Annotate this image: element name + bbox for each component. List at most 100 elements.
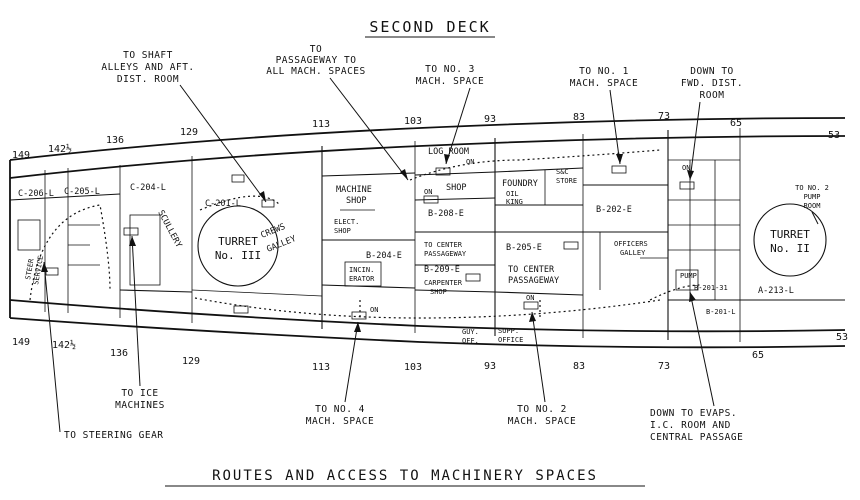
frame-label: 73: [658, 111, 670, 122]
room-label-sc-store: S&C: [556, 168, 569, 176]
svg-text:ROOM: ROOM: [700, 90, 725, 101]
frame-label: 129: [182, 356, 200, 367]
room-label-pump: PUMP: [680, 272, 697, 280]
hatch-marker: [423, 195, 439, 204]
frame-label: 136: [110, 348, 128, 359]
room-label-elect-shop: SHOP: [334, 227, 351, 235]
room-label-b201: B-201-L: [706, 308, 736, 316]
turret-ii-number: No. II: [770, 242, 810, 255]
callout-no4: TO NO. 4 MACH. SPACE: [306, 321, 374, 427]
interior-walls: [9, 159, 845, 301]
frame-label: 93: [484, 114, 496, 125]
turret-iii-label: TURRET: [218, 235, 258, 248]
svg-text:ALLEYS AND AFT.: ALLEYS AND AFT.: [101, 62, 194, 73]
room-label-machine-shop: MACHINE: [336, 185, 372, 195]
frame-numbers-bottom: 149 142½ 136 129 113 103 93 83 73 65 53: [12, 332, 848, 373]
turret-ii-label: TURRET: [770, 228, 810, 241]
turret-iii-ring: [197, 205, 279, 287]
hatch-marker: [231, 174, 245, 183]
hatch-marker: [123, 227, 139, 236]
callout-fwd-dist: DOWN TO FWD. DIST. ROOM: [681, 66, 743, 181]
room-label-b208: B-208-E: [428, 209, 464, 219]
callout-evaps: DOWN TO EVAPS. I.C. ROOM AND CENTRAL PAS…: [650, 291, 743, 443]
svg-text:ROOM: ROOM: [804, 202, 821, 210]
room-labels: C-206-L C-205-L C-204-L C-201-L STEER SE…: [18, 147, 810, 345]
svg-text:TO SHAFT: TO SHAFT: [123, 50, 173, 61]
frame-label: 53: [836, 332, 848, 343]
room-label-carpenter: SHOP: [430, 288, 447, 296]
svg-text:TO NO. 4: TO NO. 4: [315, 404, 365, 415]
svg-text:MACH. SPACE: MACH. SPACE: [508, 416, 576, 427]
callout-no3: TO NO. 3 MACH. SPACE: [416, 64, 484, 165]
room-label-scullery: SCULLERY: [155, 209, 183, 250]
room-label-b201-31: B-201-31: [694, 284, 728, 292]
hatch-marker: [679, 181, 695, 190]
room-label-c205: C-205-L: [64, 187, 100, 197]
room-label-b209: B-209-E: [424, 265, 460, 275]
svg-text:TO ICE: TO ICE: [121, 388, 158, 399]
room-label-c201: C-201-L: [205, 199, 241, 209]
frame-label: 83: [573, 112, 585, 123]
frame-label: 83: [573, 361, 585, 372]
room-label-log-room: LOG ROOM: [428, 147, 469, 157]
frame-label: 65: [730, 118, 742, 129]
frame-label: 65: [752, 350, 764, 361]
on-marker: ON: [370, 306, 378, 314]
room-label-shop: SHOP: [446, 183, 466, 193]
svg-text:I.C. ROOM AND: I.C. ROOM AND: [650, 420, 731, 431]
svg-text:DOWN TO EVAPS.: DOWN TO EVAPS.: [650, 408, 737, 419]
svg-text:PUMP: PUMP: [804, 193, 821, 201]
room-label-to-center-pw: PASSAGEWAY: [424, 250, 467, 258]
callout-no1: TO NO. 1 MACH. SPACE: [570, 66, 638, 165]
hull-outline: [9, 117, 846, 349]
room-label-to-center-pw: TO CENTER: [424, 241, 463, 249]
room-label-b204: B-204-E: [366, 251, 402, 261]
on-marker: ON: [526, 294, 534, 302]
room-label-incinerator: ERATOR: [349, 275, 375, 283]
svg-text:DIST. ROOM: DIST. ROOM: [117, 74, 179, 85]
on-marker: ON: [466, 158, 474, 166]
svg-text:DOWN TO: DOWN TO: [690, 66, 734, 77]
hatch-marker: [351, 311, 367, 320]
hatch-marker: [563, 241, 579, 250]
hatch-marker: [261, 199, 275, 208]
callout-shaft-alleys: TO SHAFT ALLEYS AND AFT. DIST. ROOM: [101, 50, 267, 203]
room-label-center-pw: PASSAGEWAY: [508, 276, 559, 286]
room-label-elect-shop: ELECT.: [334, 218, 359, 226]
room-label-foundry: FOUNDRY: [502, 179, 538, 189]
frame-label: 113: [312, 362, 330, 373]
hatch-marker: [233, 305, 249, 314]
hatch-marker: [465, 273, 481, 282]
frame-label: 149: [12, 150, 30, 161]
frame-label: 103: [404, 362, 422, 373]
on-marker: ON: [682, 164, 690, 172]
frame-label: 93: [484, 361, 496, 372]
frame-label: 136: [106, 135, 124, 146]
svg-text:MACH. SPACE: MACH. SPACE: [570, 78, 638, 89]
room-label-officers-galley: OFFICERS: [614, 240, 648, 248]
footer-title: ROUTES AND ACCESS TO MACHINERY SPACES: [212, 468, 598, 484]
room-label-c206: C-206-L: [18, 189, 54, 199]
hatch-marker: [523, 301, 539, 310]
turret-iii-number: No. III: [215, 249, 261, 262]
on-marker: ON: [424, 188, 432, 196]
callout-steering-gear: TO STEERING GEAR: [41, 261, 164, 441]
room-label-guy-off: OFF.: [462, 337, 479, 345]
svg-text:TO STEERING GEAR: TO STEERING GEAR: [64, 430, 164, 441]
room-label-oil-king: KING: [506, 198, 523, 206]
hatch-marker: [435, 167, 451, 176]
svg-text:MACH. SPACE: MACH. SPACE: [306, 416, 374, 427]
room-label-b202: B-202-E: [596, 205, 632, 215]
room-label-carpenter: CARPENTER: [424, 279, 463, 287]
frame-label: 142½: [48, 143, 72, 155]
frame-numbers-top: 149 142½ 136 129 113 103 93 83 73 65 53: [12, 111, 840, 161]
callout-passageway: TO PASSAGEWAY TO ALL MACH. SPACES: [266, 44, 409, 181]
hatch-marker: [611, 165, 627, 174]
svg-text:MACHINES: MACHINES: [115, 400, 165, 411]
frame-label: 73: [658, 361, 670, 372]
room-label-steering: STEER: [24, 257, 36, 280]
svg-text:CENTRAL PASSAGE: CENTRAL PASSAGE: [650, 432, 743, 443]
svg-text:PASSAGEWAY TO: PASSAGEWAY TO: [276, 55, 357, 66]
frame-label: 113: [312, 119, 330, 130]
